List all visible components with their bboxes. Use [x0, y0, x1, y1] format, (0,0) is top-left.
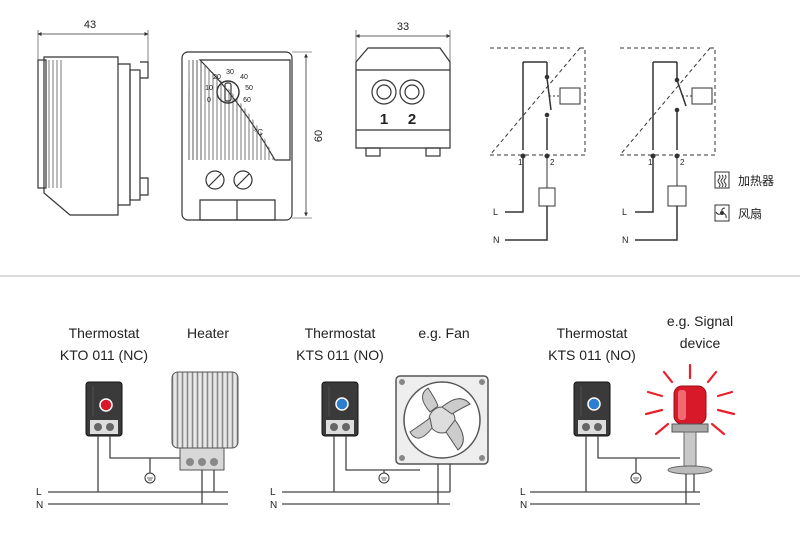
dial-tick-30: 30 [226, 69, 234, 76]
group2-N: N [270, 500, 277, 511]
dial-tick-0: 0 [207, 97, 211, 104]
status-dot-blue [587, 397, 601, 411]
status-dot-blue [335, 397, 349, 411]
dial-tick-20: 20 [213, 74, 221, 81]
dim-width-side: 43 [84, 19, 96, 31]
group1-device-label: Heater [187, 325, 229, 341]
legend-fan-label: 风扇 [738, 206, 762, 221]
dial-unit: °C [254, 128, 263, 137]
dial-tick-40: 40 [240, 74, 248, 81]
wiring-right-t2: 2 [680, 158, 685, 167]
heater-symbol-icon [714, 171, 730, 189]
dim-height: 60 [313, 130, 325, 142]
group1-title-line1: Thermostat [69, 325, 140, 341]
wiring-diagram-no [618, 47, 716, 241]
thermostat-kts-device-1 [321, 381, 420, 492]
group3-device-label-line1: e.g. Signal [667, 313, 733, 329]
legend-heater-label: 加热器 [738, 174, 774, 188]
group1-title-line2: KTO 011 (NC) [60, 347, 148, 363]
wiring-diagram-nc [488, 47, 586, 241]
group2-device-label: e.g. Fan [418, 325, 469, 341]
group3-N: N [520, 500, 527, 511]
group3-device-label-line2: device [680, 335, 721, 351]
thermostat-kts-device-2 [573, 381, 680, 492]
dial-tick-50: 50 [245, 85, 253, 92]
wiring-left-L: L [493, 207, 498, 217]
status-dot-red [99, 398, 113, 412]
dial-tick-60: 60 [243, 97, 251, 104]
group1-N: N [36, 500, 43, 511]
terminal-2-label: 2 [408, 111, 416, 128]
group2-L: L [270, 487, 276, 498]
wiring-left-t2: 2 [550, 158, 555, 167]
group3-title-line1: Thermostat [557, 325, 628, 341]
terminal-1-label: 1 [380, 111, 388, 128]
wiring-right-N: N [622, 235, 629, 245]
dim-width-bottom: 33 [397, 21, 409, 33]
wiring-right-L: L [622, 207, 627, 217]
dial-scale: 0 10 20 30 40 50 60 [205, 69, 253, 104]
bus-wires [48, 491, 700, 505]
group3-title-line2: KTS 011 (NO) [548, 347, 636, 363]
front-view-drawing [181, 51, 312, 221]
side-view-drawing [37, 30, 149, 216]
dial-tick-10: 10 [205, 85, 213, 92]
fan-symbol-icon [714, 204, 730, 222]
wiring-left-t1: 1 [518, 158, 523, 167]
wiring-right-t1: 1 [648, 158, 653, 167]
bottom-view-drawing [355, 30, 451, 157]
group2-title-line1: Thermostat [305, 325, 376, 341]
group2-title-line2: KTS 011 (NO) [296, 347, 384, 363]
thermostat-kto-device [85, 381, 190, 492]
signal-light-device [630, 363, 736, 504]
heater-device [144, 371, 239, 504]
group1-L: L [36, 487, 42, 498]
wiring-left-N: N [493, 235, 500, 245]
group3-L: L [520, 487, 526, 498]
fan-device [378, 375, 489, 504]
